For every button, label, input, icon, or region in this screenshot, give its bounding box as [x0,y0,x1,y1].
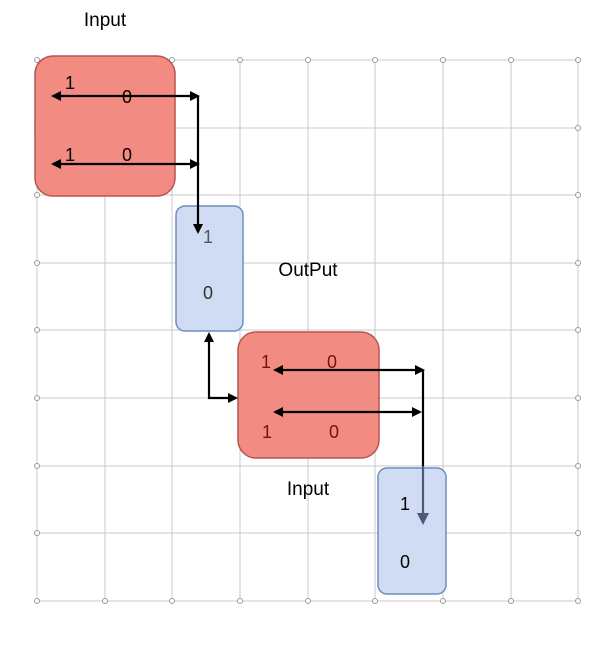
output-block-a[interactable]: 1 0 [175,205,244,332]
output-label: OutPut [278,260,338,281]
output-block-b[interactable]: 1 0 [377,467,447,595]
input-block-a[interactable]: 1 0 1 0 [34,55,176,197]
input-b-row1-bit1: 1 [261,352,271,372]
input-b-row2-bit2: 0 [329,422,339,442]
output-b-row1-bit: 1 [400,494,410,514]
input-a-row2-bit2: 0 [122,145,132,165]
input-label-bottom: Input [287,479,330,500]
input-a-row2-bit1: 1 [65,145,75,165]
input-label-top: Input [84,10,127,31]
input-b-row2-bit1: 1 [262,422,272,442]
output-a-row1-bit: 1 [203,227,213,247]
input-a-row1-bit1: 1 [65,73,75,93]
output-b-row2-bit: 0 [400,552,410,572]
arrow-to-input-b [207,393,238,403]
output-a-row2-bit: 0 [203,283,213,303]
input-block-b[interactable]: 1 0 1 0 [237,331,380,459]
input-b-row1-bit2: 0 [327,352,337,372]
connector-arrows [51,91,429,525]
